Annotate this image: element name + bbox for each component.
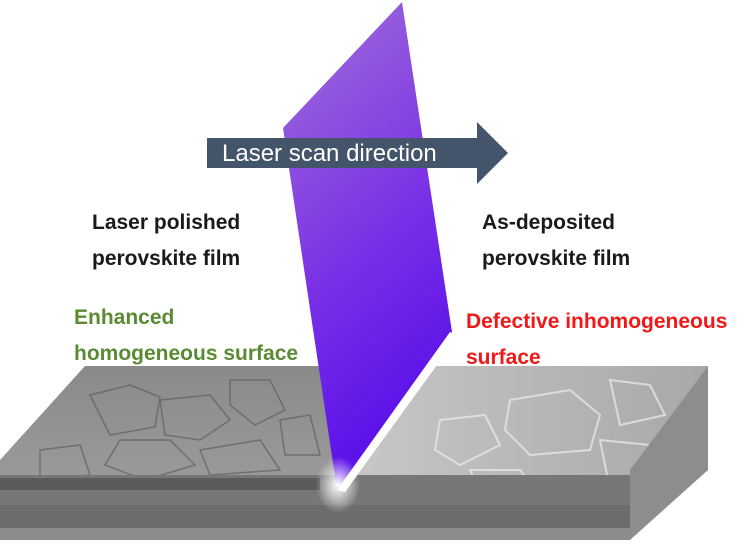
right-title: As-deposited perovskite film — [482, 205, 630, 277]
left-surface-line2: homogeneous surface — [74, 342, 299, 365]
dark-stripe — [0, 478, 320, 490]
right-surface-line2: surface — [466, 346, 541, 369]
right-title-line2: perovskite film — [482, 247, 631, 270]
right-title-line1: As-deposited — [482, 211, 616, 234]
left-title: Laser polished perovskite film — [92, 205, 240, 277]
side-face — [630, 366, 708, 540]
laser-line-cut — [337, 332, 458, 492]
left-surface-label: Enhanced homogeneous surface — [74, 300, 298, 372]
left-title-line2: perovskite film — [92, 247, 241, 270]
left-surface-line1: Enhanced — [74, 306, 175, 329]
grain-boundaries — [39, 379, 321, 481]
substrate-edge — [0, 528, 630, 540]
scan-direction-arrow — [207, 122, 508, 184]
right-surface-line1: Defective inhomogeneous — [466, 310, 728, 333]
arrow-label: Laser scan direction — [222, 140, 437, 167]
laser-sheet — [283, 2, 452, 490]
left-title-line1: Laser polished — [92, 211, 241, 234]
right-surface-label: Defective inhomogeneous surface — [466, 304, 727, 376]
grain-boundaries-right — [433, 378, 667, 502]
polished-film-surface — [0, 366, 335, 480]
laser-glow — [316, 457, 360, 513]
